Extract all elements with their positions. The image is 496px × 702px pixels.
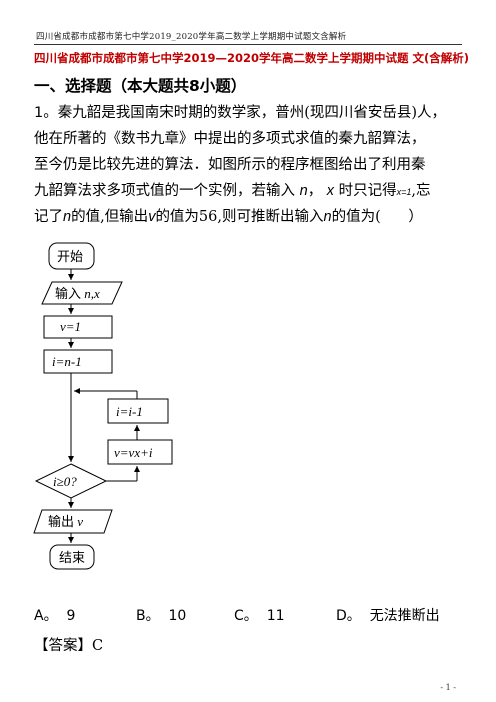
option-b: B。 10 [136,608,187,624]
flow-v-init-label: v=1 [60,319,81,334]
document-title: 四川省成都市成都市第七中学2019—2020学年高二数学上学期期中试题 文(含解… [34,51,470,65]
answer-value: C [92,638,104,654]
question-line-1: 1。秦九韶是我国南宋时期的数学家，普州(现四川省安岳县)人， [34,105,447,121]
flow-output-box [33,509,113,534]
option-a: A。 9 [34,608,76,624]
question-line-5: 记了n的值,但输出v的值为56,则可推断出输入n的值为( ） [34,209,423,225]
flow-input-box [41,281,123,305]
flow-v-update-box [107,439,173,465]
option-d: D。 无法推断出 [336,608,440,624]
flow-input-label: 输入 [55,286,81,301]
flow-output-label: 输出 [48,514,74,529]
question-line-3: 至今仍是比较先进的算法．如图所示的程序框图给出了利用秦 [34,157,426,173]
question-line-4: 九韶算法求多项式值的一个实例，若输入 n， x 时只记得x=1,忘 [34,183,431,199]
flow-i-dec-label: i=i-1 [116,404,143,419]
answer-label: 【答案】 [34,638,92,654]
flow-decision-label: i≥0? [53,474,77,489]
page-number: - 1 - [440,683,456,692]
section-heading: 一、选择题（本大题共8小题） [34,77,247,95]
svg-text:输出 v: 输出 v [48,514,83,529]
question-line-2: 他在所著的《数书九章》中提出的多项式求值的秦九韶算法， [34,131,426,147]
flow-start-label: 开始 [57,249,83,264]
answer: 【答案】C [34,634,103,655]
flow-v-init-box [43,315,113,339]
flow-i-init-box [43,349,113,374]
svg-text:输入 n,x: 输入 n,x [55,286,100,301]
flow-input-vars: n,x [84,286,100,301]
header-divider [34,44,462,45]
flow-v-update-label: v=vx+i [114,445,153,460]
flow-end-label: 结束 [59,550,85,565]
flow-i-dec-box [107,398,169,424]
running-header: 四川省成都市成都市第七中学2019_2020学年高二数学上学期期中试题文含解析 [36,32,347,42]
flow-end-box [49,544,95,570]
flow-i-init-label: i=n-1 [52,354,82,369]
option-c: C。 11 [234,608,285,624]
question-number: 1 [34,105,44,121]
flow-output-var: v [77,514,83,529]
